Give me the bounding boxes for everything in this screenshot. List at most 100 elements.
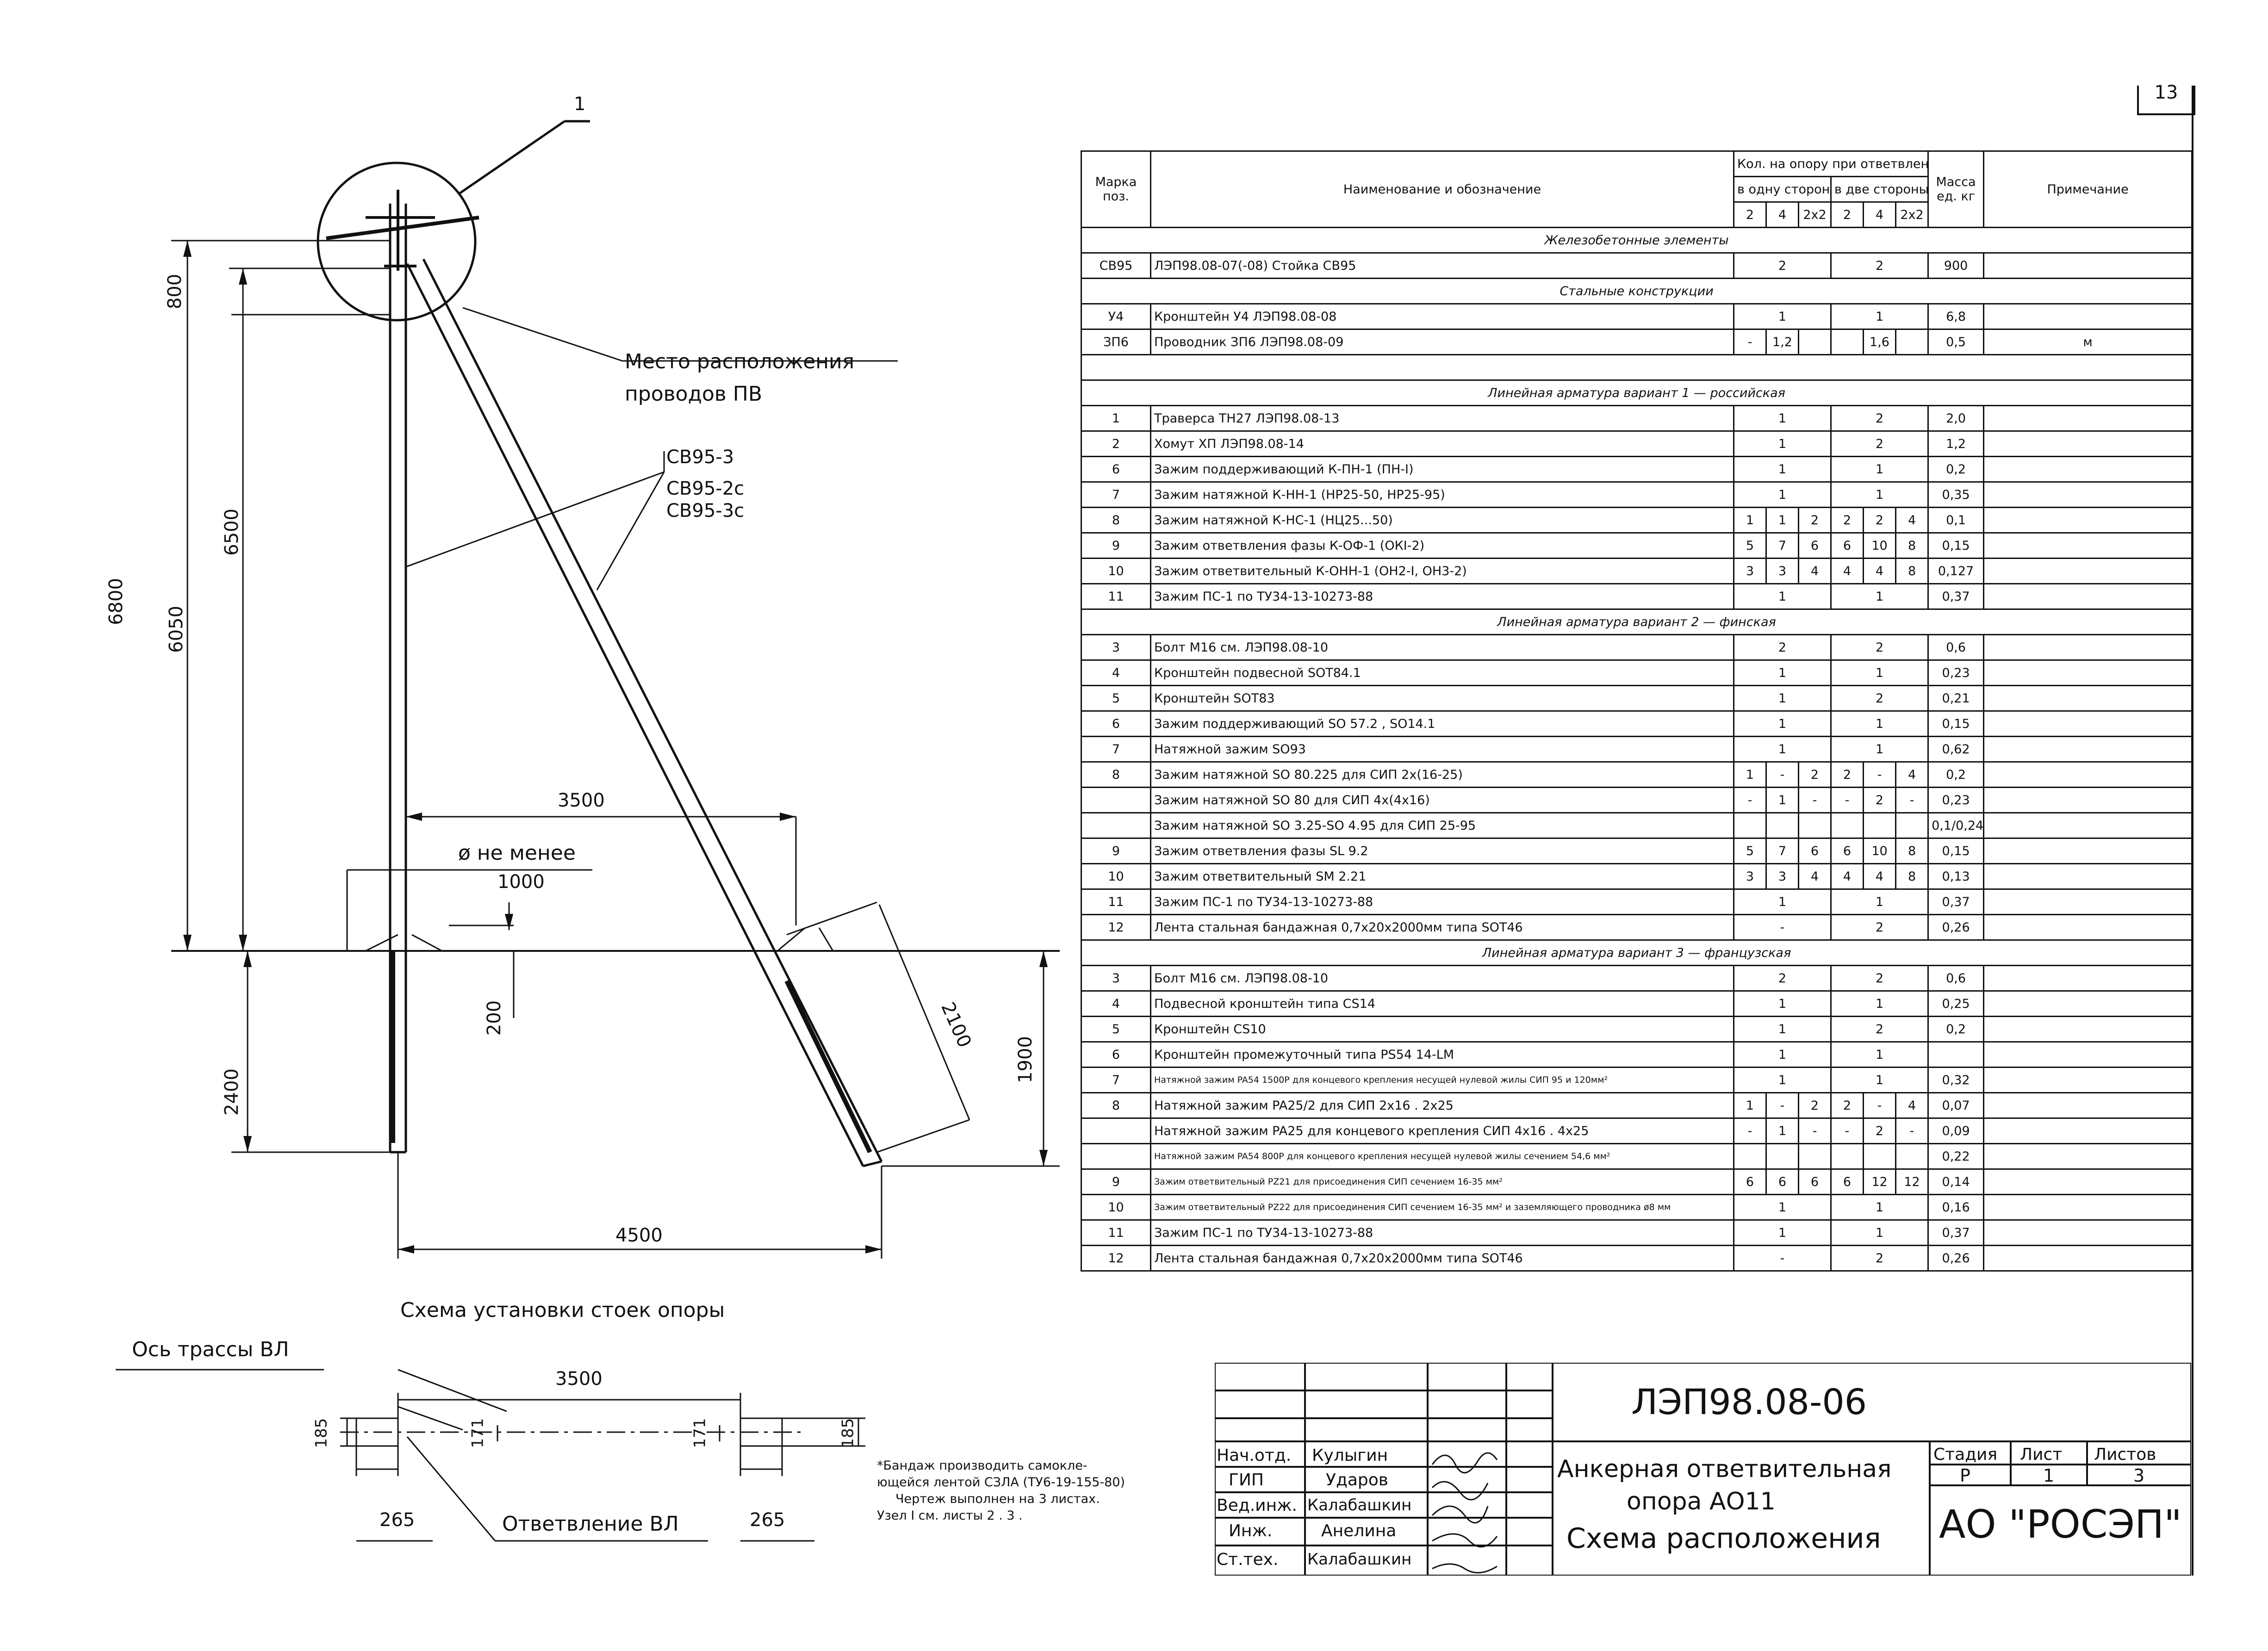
cell-mass: 0,07 [1927, 1092, 1985, 1119]
cell-mass: 0,2 [1927, 1016, 1985, 1043]
cell-note [1983, 532, 2193, 559]
plan-dim-171-right: 171 [690, 1418, 709, 1448]
cell-qty: 1 [1733, 507, 1767, 534]
cell-name: Натяжной зажим PA54 1500P для концевого … [1150, 1067, 1734, 1093]
specification-table: Марка поз. Наименование и обозначение Ко… [1080, 150, 2193, 1272]
cell-qty-two-sides: 1 [1830, 303, 1929, 330]
cell-mark: 11 [1081, 1219, 1151, 1246]
cell-name: Лента стальная бандажная 0,7х20х2000мм т… [1150, 914, 1734, 941]
name-5: Калабашкин [1307, 1550, 1412, 1569]
cell-mass: 0,13 [1927, 863, 1985, 890]
cell-qty: 4 [1895, 761, 1929, 788]
cell-note [1983, 710, 2193, 737]
cell-qty [1863, 1143, 1896, 1170]
table-row: Линейная арматура вариант 1 — российская [1080, 379, 2193, 406]
cell-qty-one-side: 1 [1733, 659, 1832, 686]
cell-name: Траверса ТН27 ЛЭП98.08-13 [1150, 405, 1734, 432]
pole-installation-drawing [116, 120, 1060, 1542]
cell-note [1983, 685, 2193, 712]
cell-note [1983, 659, 2193, 686]
table-row: Линейная арматура вариант 2 — финская [1080, 608, 2193, 635]
cell-qty: 1 [1733, 1092, 1767, 1119]
cell-note [1983, 1016, 2193, 1043]
cell-qty: 2 [1863, 507, 1896, 534]
cell-mass: 1,2 [1927, 430, 1985, 457]
cell-qty: 4 [1895, 1092, 1929, 1119]
cell-qty-one-side: 1 [1733, 1219, 1832, 1246]
qty-sub-6: 2х2 [1895, 201, 1929, 228]
cell-note [1983, 914, 2193, 941]
dim-800: 800 [164, 273, 186, 310]
cell-qty [1895, 329, 1929, 355]
installation-caption: Схема установки стоек опоры [400, 1298, 725, 1322]
cell-name: Зажим ответвительный К-ОНН-1 (ОН2-I, ОН3… [1150, 558, 1734, 584]
cell-mark: 7 [1081, 481, 1151, 508]
cell-qty-two-sides: 2 [1830, 252, 1929, 279]
cell-qty: 4 [1863, 558, 1896, 584]
plan-dim-265-left: 265 [379, 1509, 415, 1531]
cell-mark: 5 [1081, 1016, 1151, 1043]
document-code: ЛЭП98.08-06 [1631, 1381, 1867, 1422]
cell-mass: 0,5 [1927, 329, 1985, 355]
cell-qty: - [1830, 1117, 1864, 1144]
cell-qty-two-sides: 2 [1830, 405, 1929, 432]
cell-mass: 0,1 [1927, 507, 1985, 534]
qty-sub-1: 2 [1733, 201, 1767, 228]
pole-label-1: СВ95-3 [666, 447, 734, 468]
cell-mass: 0,15 [1927, 532, 1985, 559]
cell-note [1983, 303, 2193, 330]
cell-note [1983, 1092, 2193, 1119]
cell-mass: 0,127 [1927, 558, 1985, 584]
cell-name: Кронштейн У4 ЛЭП98.08-08 [1150, 303, 1734, 330]
dim-2400: 2400 [221, 1068, 242, 1116]
cell-qty-one-side: - [1733, 914, 1832, 941]
cell-qty: 6 [1798, 838, 1832, 864]
cell-qty: 6 [1830, 532, 1864, 559]
cell-note [1983, 1219, 2193, 1246]
cell-qty-one-side: 1 [1733, 685, 1832, 712]
cell-qty-two-sides: 1 [1830, 1067, 1929, 1093]
sheet-header: Лист [2020, 1445, 2063, 1464]
cell-mark [1081, 1117, 1151, 1144]
cell-note [1983, 456, 2193, 483]
cell-qty: 6 [1830, 838, 1864, 864]
cell-qty: 1,6 [1863, 329, 1896, 355]
cell-qty [1863, 812, 1896, 839]
cell-mass: 900 [1927, 252, 1985, 279]
dim-6050: 6050 [165, 606, 187, 653]
cell-note [1983, 736, 2193, 763]
cell-mass: 0,37 [1927, 888, 1985, 915]
cell-qty-one-side: 1 [1733, 1041, 1832, 1068]
header-mass: Масса ед. кг [1927, 150, 1985, 228]
sheets-value: 3 [2133, 1465, 2145, 1486]
cell-qty [1798, 812, 1832, 839]
table-row: Линейная арматура вариант 3 — французска… [1080, 939, 2193, 966]
cell-mass: 0,14 [1927, 1168, 1985, 1195]
cell-mark: 3 [1081, 634, 1151, 661]
cell-qty-one-side: 1 [1733, 481, 1832, 508]
dim-6800: 6800 [105, 578, 127, 625]
table-row: Натяжной зажим PA25 для концевого крепле… [1081, 1117, 2193, 1144]
axis-label: Ось трассы ВЛ [132, 1338, 289, 1361]
cell-note [1983, 481, 2193, 508]
cell-note [1983, 965, 2193, 992]
cell-qty: 6 [1798, 1168, 1832, 1195]
cell-qty [1830, 812, 1864, 839]
cell-qty: 12 [1863, 1168, 1896, 1195]
cell-qty [1798, 1143, 1832, 1170]
cell-mark: 9 [1081, 1168, 1151, 1195]
cell-name: Зажим ПС-1 по ТУ34-13-10273-88 [1150, 888, 1734, 915]
cell-qty: 12 [1895, 1168, 1929, 1195]
cell-qty: - [1765, 761, 1799, 788]
